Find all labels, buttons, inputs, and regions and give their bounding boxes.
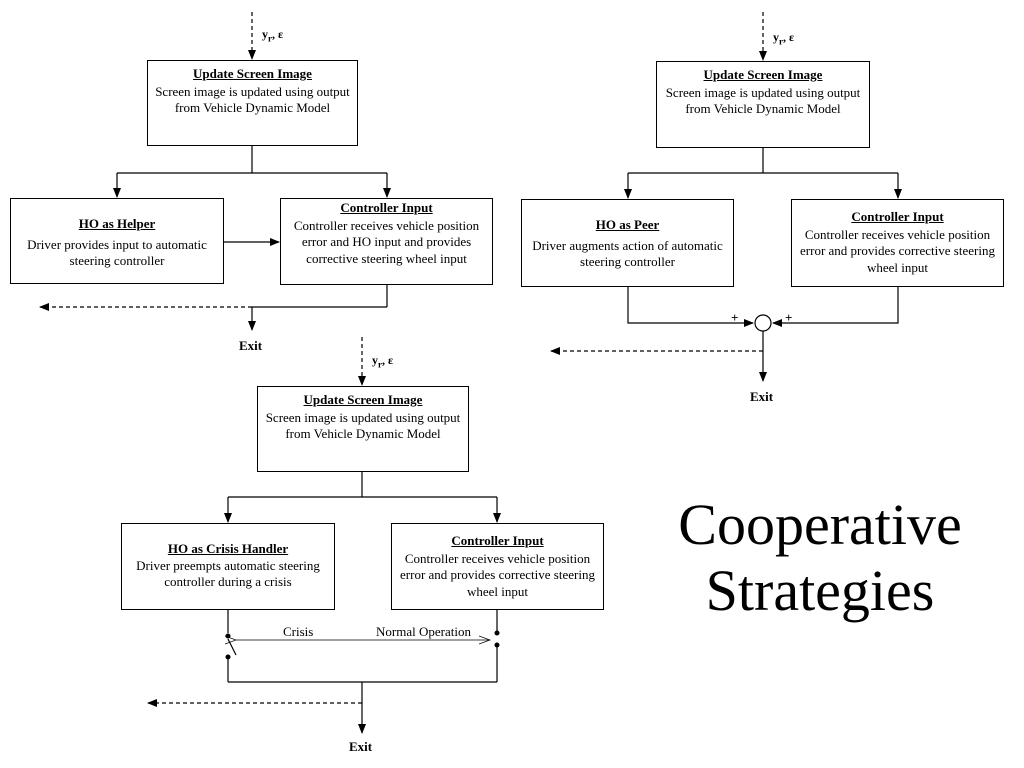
page-title-line1: Cooperative <box>678 492 962 557</box>
helper-controller-body: Controller receives vehicle position err… <box>293 217 480 266</box>
crisis-controller-title: Controller Input <box>451 533 544 548</box>
helper-controller-box: Controller Input Controller receives veh… <box>280 198 493 285</box>
peer-controller-title: Controller Input <box>851 209 944 224</box>
helper-exit-label: Exit <box>239 338 263 353</box>
peer-update-title: Update Screen Image <box>703 67 823 82</box>
ho-peer-box: HO as Peer Driver augments action of aut… <box>521 199 734 287</box>
helper-update-screen-box: Update Screen Image Screen image is upda… <box>147 60 358 146</box>
page-title-line2: Strategies <box>705 558 935 623</box>
switch-normal-label: Normal Operation <box>376 624 471 639</box>
crisis-controller-box: Controller Input Controller receives veh… <box>391 523 604 610</box>
peer-exit-label: Exit <box>750 389 774 404</box>
crisis-input-label: yr, ε <box>372 353 394 370</box>
crisis-update-screen-box: Update Screen Image Screen image is upda… <box>257 386 469 472</box>
ho-helper-box: HO as Helper Driver provides input to au… <box>10 198 224 284</box>
ho-crisis-title: HO as Crisis Handler <box>167 541 289 556</box>
summing-junction <box>754 314 772 332</box>
ho-helper-body: Driver provides input to automatic steer… <box>27 236 207 269</box>
crisis-exit-label: Exit <box>349 739 373 754</box>
sum-plus-left: + <box>731 310 739 325</box>
peer-controller-body: Controller receives vehicle position err… <box>800 226 995 275</box>
helper-update-body: Screen image is updated using output fro… <box>155 83 350 116</box>
ho-peer-body: Driver augments action of automatic stee… <box>532 237 723 270</box>
helper-input-label: yr, ε <box>262 27 284 44</box>
crisis-update-body: Screen image is updated using output fro… <box>265 409 461 442</box>
peer-ho-to-sum-arrow <box>627 287 754 327</box>
sum-plus-right: + <box>785 310 793 325</box>
crisis-controller-body: Controller receives vehicle position err… <box>400 550 595 599</box>
crisis-switch-blade <box>227 638 237 656</box>
ho-peer-title: HO as Peer <box>595 217 660 232</box>
ho-crisis-handler-box: HO as Crisis Handler Driver preempts aut… <box>121 523 335 610</box>
peer-input-label: yr, ε <box>773 30 795 47</box>
peer-update-screen-box: Update Screen Image Screen image is upda… <box>656 61 870 148</box>
peer-update-body: Screen image is updated using output fro… <box>665 84 861 117</box>
peer-ctrl-to-sum-arrow <box>772 287 899 327</box>
ho-helper-title: HO as Helper <box>78 216 156 231</box>
crisis-update-title: Update Screen Image <box>303 392 423 407</box>
ho-crisis-body: Driver preempts automatic steering contr… <box>136 557 320 590</box>
helper-update-title: Update Screen Image <box>193 66 312 81</box>
switch-crisis-label: Crisis <box>283 624 314 639</box>
peer-controller-box: Controller Input Controller receives veh… <box>791 199 1004 287</box>
page-title: Cooperative Strategies <box>640 492 1000 624</box>
helper-controller-title: Controller Input <box>340 200 433 215</box>
